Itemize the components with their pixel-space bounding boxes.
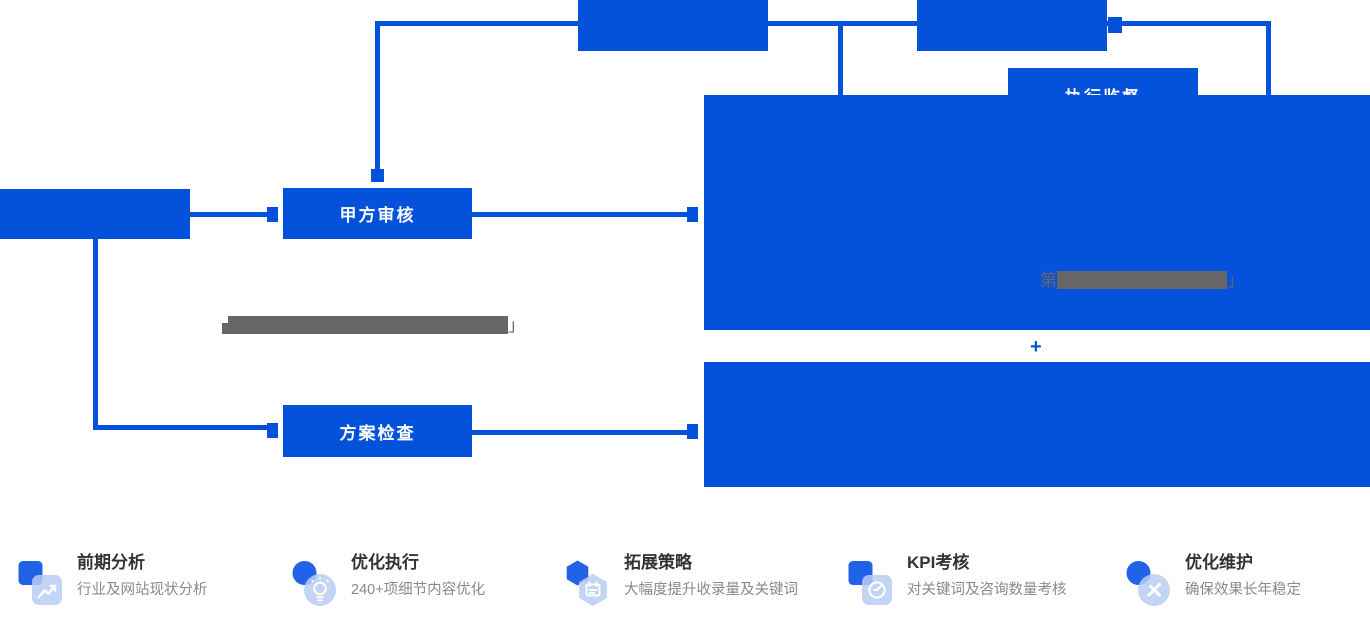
feature-item-kpi-assessment: KPI考核 对关键词及咨询数量考核 [848,551,1067,606]
lightbulb-icon [292,561,336,606]
redaction-bar [228,316,508,334]
flow-box-top-left [578,0,768,51]
flow-box-top-right [917,0,1107,51]
redacted-tail-char: 」 [1227,270,1244,290]
feature-desc: 对关键词及咨询数量考核 [907,581,1067,598]
lower-panel [704,362,1370,487]
feature-texts: 优化执行 240+项细节内容优化 [351,551,485,606]
redacted-fragment [222,323,228,334]
redaction-bar [1057,271,1227,289]
feature-texts: 拓展策略 大幅度提升收录量及关键词 [624,551,798,606]
feature-desc: 240+项细节内容优化 [351,581,486,598]
feature-item-optimization-maintenance: 优化维护 确保效果长年稳定 [1126,551,1301,606]
redacted-lead-char: 第 [1040,270,1057,290]
feature-title: 优化维护 [1185,553,1253,572]
party-a-review-box: 甲方审核 [283,188,472,239]
connector-drop-to-review [375,21,380,169]
gauge-icon [848,561,892,605]
trend-chart-icon [18,561,62,605]
calendar-icon [566,560,607,606]
panel-redacted-note: 第」 [1040,271,1244,289]
feature-texts: 优化维护 确保效果长年稳定 [1185,551,1301,606]
connector-check-to-panel [472,430,687,435]
feature-desc: 确保效果长年稳定 [1185,581,1301,598]
feature-desc: 大幅度提升收录量及关键词 [624,581,798,598]
feature-texts: 前期分析 行业及网站现状分析 [77,551,208,606]
connector-node-panel-left [687,207,698,222]
connector-review-to-panel [472,212,687,217]
feature-title: 优化执行 [351,553,419,572]
feature-title: 前期分析 [77,553,145,572]
connector-node-top-right [1108,17,1122,33]
plus-sign: + [1030,336,1042,358]
connector-drop-right [1266,21,1271,95]
middle-redacted-note: 」 [222,316,525,334]
connector-entry-to-check [93,425,267,430]
connector-drop-mid [838,21,843,95]
connector-node-review-left [267,207,278,222]
supervision-panel [704,95,1370,330]
connector-top-horizontal [378,21,1270,26]
tools-icon [1126,561,1170,606]
feature-title: KPI考核 [907,553,970,572]
left-entry-box [0,189,190,239]
feature-title: 拓展策略 [624,553,692,572]
connector-node-check-left [267,423,278,438]
feature-texts: KPI考核 对关键词及咨询数量考核 [907,551,1067,606]
feature-item-expansion-strategy: 拓展策略 大幅度提升收录量及关键词 [565,551,798,606]
connector-node-above-review [371,169,384,182]
redacted-tail-char: 」 [508,315,525,335]
feature-item-optimization-execution: 优化执行 240+项细节内容优化 [292,551,485,606]
connector-entry-to-review [190,212,267,217]
connector-node-lower-panel-left [687,424,698,439]
feature-item-preliminary-analysis: 前期分析 行业及网站现状分析 [18,551,208,606]
plan-check-box: 方案检查 [283,405,472,457]
feature-desc: 行业及网站现状分析 [77,581,208,598]
connector-entry-drop [93,239,98,430]
